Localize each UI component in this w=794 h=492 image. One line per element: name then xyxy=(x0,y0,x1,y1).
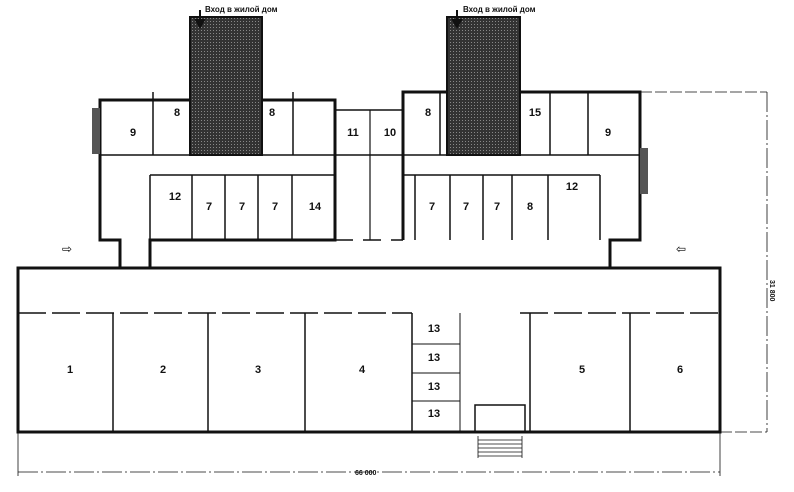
room-label: 13 xyxy=(428,352,440,364)
room-label: 7 xyxy=(206,201,212,213)
room-labels: 9 8 8 11 10 8 15 9 12 7 7 7 14 7 7 7 8 1… xyxy=(67,107,683,420)
room-label: 7 xyxy=(272,201,278,213)
room-label: 12 xyxy=(169,191,181,203)
room-label: 3 xyxy=(255,364,261,376)
room-label: 7 xyxy=(429,201,435,213)
side-entry-arrow-icon: ⇦ xyxy=(676,242,686,256)
room-label: 13 xyxy=(428,381,440,393)
bottom-entrance xyxy=(474,404,526,433)
room-label: 12 xyxy=(566,181,578,193)
room-label: 14 xyxy=(309,201,322,213)
room-label: 8 xyxy=(174,107,180,119)
room-label: 8 xyxy=(527,201,533,213)
residential-block-left xyxy=(189,16,263,156)
room-label: 5 xyxy=(579,364,585,376)
room-label: 1 xyxy=(67,364,73,376)
room-label: 6 xyxy=(677,364,683,376)
right-wing-wall xyxy=(401,90,642,268)
room-label: 13 xyxy=(428,323,440,335)
depth-dimension: 31 800 xyxy=(768,280,775,302)
entrance-stairs xyxy=(477,436,523,458)
room-label: 9 xyxy=(130,127,136,139)
entrance-caption: Вход в жилой дом xyxy=(463,5,536,14)
room-label: 11 xyxy=(347,127,359,139)
stair-right xyxy=(640,148,648,194)
room-label: 7 xyxy=(463,201,469,213)
stair-left xyxy=(92,108,100,154)
room-label: 15 xyxy=(529,107,541,119)
main-block-wall xyxy=(16,266,722,434)
room-label: 4 xyxy=(359,364,366,376)
width-dimension: 66 000 xyxy=(355,470,377,477)
room-label: 8 xyxy=(269,107,275,119)
residential-block-right xyxy=(446,16,521,156)
room-label: 8 xyxy=(425,107,431,119)
side-entry-arrow-icon: ⇨ xyxy=(62,242,72,256)
room-label: 13 xyxy=(428,408,440,420)
room-label: 2 xyxy=(160,364,166,376)
room-label: 7 xyxy=(494,201,500,213)
room-label: 7 xyxy=(239,201,245,213)
room-label: 10 xyxy=(384,127,396,139)
room-label: 9 xyxy=(605,127,611,139)
entrance-caption: Вход в жилой дом xyxy=(205,5,278,14)
